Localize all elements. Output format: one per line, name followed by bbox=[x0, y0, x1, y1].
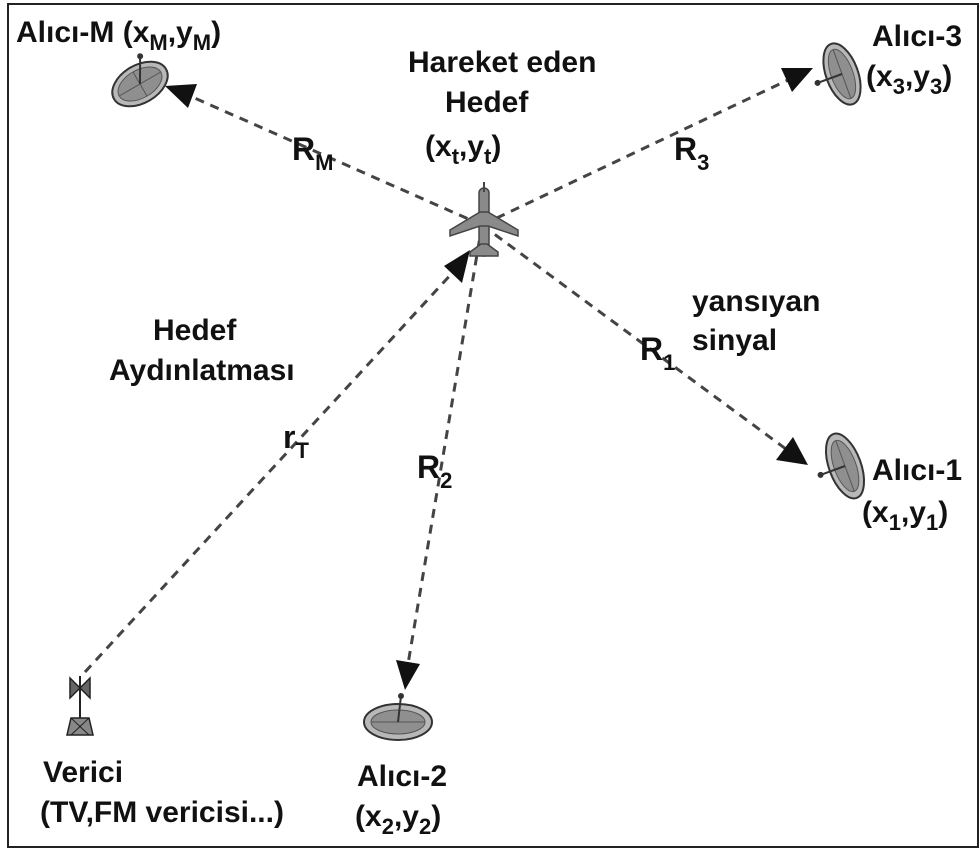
satellite-dish-icon bbox=[111, 53, 169, 108]
receiver-2-name: Alıcı-2 bbox=[357, 760, 447, 793]
range-rt-symbol: r bbox=[283, 419, 295, 455]
receiver-2-x: x bbox=[365, 800, 382, 833]
target-y-sub: t bbox=[484, 144, 492, 169]
illumination-line1: Hedef bbox=[153, 314, 237, 347]
path-transmitter-to-target bbox=[83, 268, 457, 674]
satellite-dish-icon bbox=[814, 42, 862, 106]
arrowhead-receiver-m bbox=[165, 84, 197, 108]
receiver-2-y-sub: 2 bbox=[419, 814, 431, 839]
target-x-sub: t bbox=[452, 144, 460, 169]
receiver-m-name: Alıcı-M bbox=[16, 16, 114, 49]
range-rm-symbol: R bbox=[292, 131, 315, 167]
target-label-line1: Hareket eden bbox=[408, 46, 596, 79]
receiver-2-y: y bbox=[402, 800, 419, 833]
receiver-1-y-sub: 1 bbox=[926, 510, 938, 535]
aircraft-icon bbox=[449, 182, 519, 257]
range-rt-label: rT bbox=[283, 419, 309, 463]
range-rm-sub: M bbox=[315, 150, 333, 175]
target-y: y bbox=[467, 130, 484, 163]
transmitter-tower-icon bbox=[66, 676, 94, 736]
arrowhead-receiver-3 bbox=[781, 68, 813, 92]
range-r2-symbol: R bbox=[417, 449, 440, 485]
range-r3-symbol: R bbox=[674, 131, 697, 167]
signal-paths bbox=[83, 68, 813, 690]
receiver-2-x-sub: 2 bbox=[382, 814, 394, 839]
range-r1-symbol: R bbox=[640, 331, 663, 367]
range-r3-label: R3 bbox=[674, 131, 709, 175]
receiver-3-y: y bbox=[913, 60, 930, 93]
receiver-1-name: Alıcı-1 bbox=[872, 454, 962, 487]
path-target-to-receiver-m bbox=[189, 94, 483, 227]
receiver-m-y: y bbox=[176, 16, 193, 49]
reflected-signal-line1: yansıyan bbox=[692, 285, 820, 318]
receiver-3-x-sub: 3 bbox=[893, 74, 905, 99]
range-r3-sub: 3 bbox=[697, 150, 709, 175]
receiver-3-name: Alıcı-3 bbox=[872, 20, 962, 53]
receiver-3-x: x bbox=[876, 60, 893, 93]
satellite-dish-icon bbox=[817, 432, 866, 500]
range-r1-sub: 1 bbox=[663, 350, 675, 375]
target-coord: (xt,yt) bbox=[425, 130, 501, 169]
range-r1-label: R1 bbox=[640, 331, 675, 375]
path-target-to-receiver-2 bbox=[405, 224, 484, 671]
receiver-1-x-sub: 1 bbox=[889, 510, 901, 535]
range-r2-sub: 2 bbox=[440, 468, 452, 493]
receiver-2-coord: (x2,y2) bbox=[355, 800, 441, 839]
receiver-1-x: x bbox=[872, 496, 889, 529]
satellite-dish-icon bbox=[363, 693, 433, 741]
range-rm-label: RM bbox=[292, 131, 333, 175]
receiver-m-x: x bbox=[133, 16, 150, 49]
arrowhead-target bbox=[444, 250, 470, 283]
diagram-frame bbox=[7, 3, 979, 848]
illumination-line2: Aydınlatması bbox=[109, 354, 295, 387]
transmitter-line2: (TV,FM vericisi...) bbox=[40, 796, 284, 829]
receiver-1-coord: (x1,y1) bbox=[862, 496, 948, 535]
range-r2-label: R2 bbox=[417, 449, 452, 493]
path-target-to-receiver-3 bbox=[481, 78, 789, 227]
transmitter-line1: Verici bbox=[43, 756, 123, 789]
range-rt-sub: T bbox=[295, 438, 309, 463]
arrowhead-receiver-1 bbox=[776, 437, 808, 465]
receiver-3-coord: (x3,y3) bbox=[866, 60, 952, 99]
receiver-m-label: Alıcı-M (xM,yM) bbox=[16, 16, 221, 55]
receiver-3-y-sub: 3 bbox=[930, 74, 942, 99]
receiver-m-x-sub: M bbox=[149, 30, 167, 55]
target-label-line2: Hedef bbox=[445, 86, 529, 119]
receiver-1-y: y bbox=[909, 496, 926, 529]
reflected-signal-line2: sinyal bbox=[692, 324, 777, 357]
arrowhead-receiver-2 bbox=[396, 660, 420, 690]
receiver-m-y-sub: M bbox=[193, 30, 211, 55]
target-x: x bbox=[435, 130, 452, 163]
